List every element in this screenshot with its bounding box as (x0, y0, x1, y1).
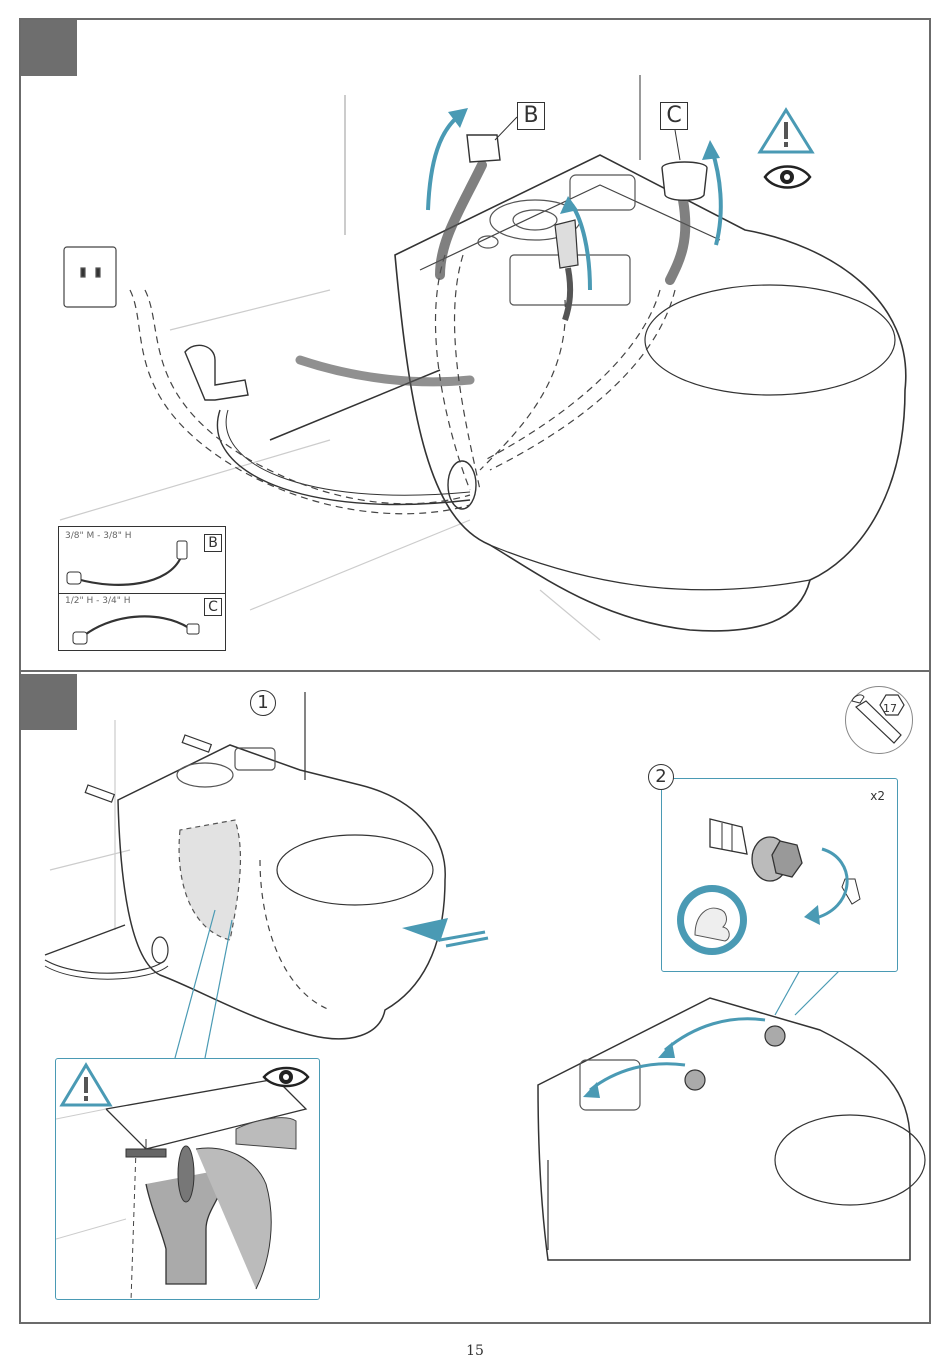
wrench-icon (846, 687, 914, 755)
drain-inset (55, 1058, 320, 1300)
eye-icon (264, 1068, 308, 1086)
wrench-size-label: 17 (883, 702, 897, 715)
strength-arm-icon (677, 885, 747, 955)
step-1-marker: 1 (250, 690, 276, 716)
step-2-marker: 2 (648, 764, 674, 790)
warning-icon (62, 1065, 110, 1105)
zoom-box-step-2: x2 (661, 778, 898, 972)
page-number: 15 (0, 1343, 950, 1359)
inset-attention-icons (56, 1059, 320, 1119)
wrench-size-badge: 17 (845, 686, 913, 754)
